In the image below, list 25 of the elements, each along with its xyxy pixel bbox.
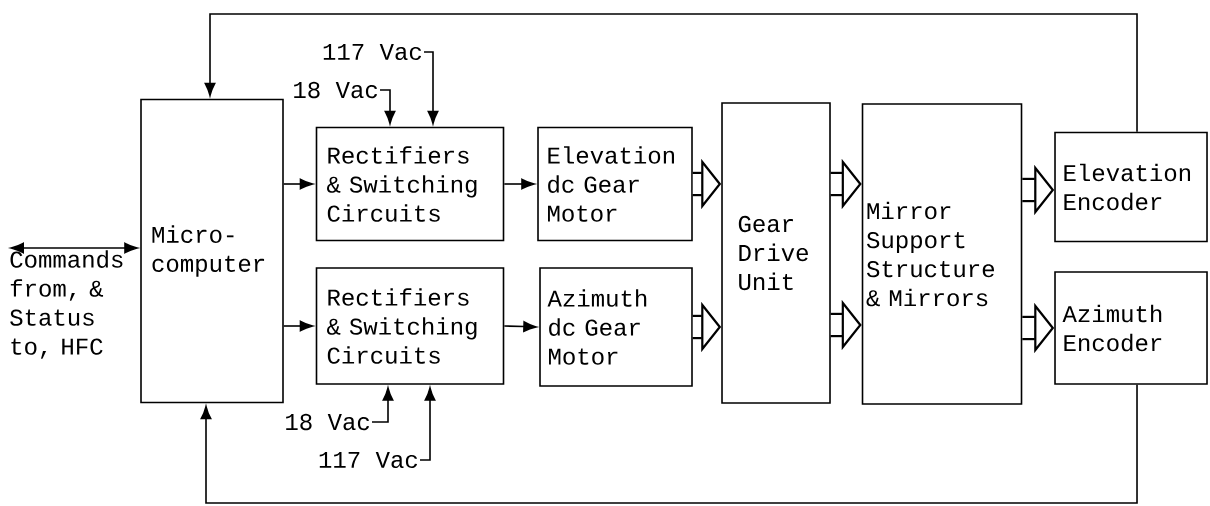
voltage-label: 18 Vac — [294, 81, 378, 99]
arrow — [423, 51, 439, 125]
block-box: Azimuth Encoder — [1054, 271, 1208, 385]
block-box: Micro- computer — [140, 98, 284, 404]
block-box: Gear Drive Unit — [721, 102, 831, 404]
block-box: Rectifiers & Switching Circuits — [315, 267, 505, 385]
arrow — [503, 321, 537, 332]
voltage-label: 117 Vac — [319, 452, 418, 469]
block-box: Elevation dc Gear Motor — [537, 126, 693, 242]
block-box: Rectifiers & Switching Circuits — [315, 126, 505, 242]
arrow — [200, 384, 1138, 504]
arrow — [371, 387, 394, 423]
arrow — [503, 178, 535, 190]
arrow — [419, 387, 436, 461]
block-box: Azimuth dc Gear Motor — [539, 267, 693, 387]
arrow — [283, 320, 314, 332]
voltage-label: 117 Vac — [323, 44, 422, 60]
block-box: Elevation Encoder — [1054, 131, 1208, 243]
voltage-label: 18 Vac — [286, 413, 370, 431]
arrow — [379, 89, 396, 125]
note-text: Commands from, & Status to, HFC — [10, 250, 123, 359]
arrow — [10, 242, 138, 254]
arrow — [283, 178, 314, 190]
block-box: Mirror Support Structure & Mirrors — [861, 103, 1023, 405]
arrow — [204, 13, 1138, 133]
